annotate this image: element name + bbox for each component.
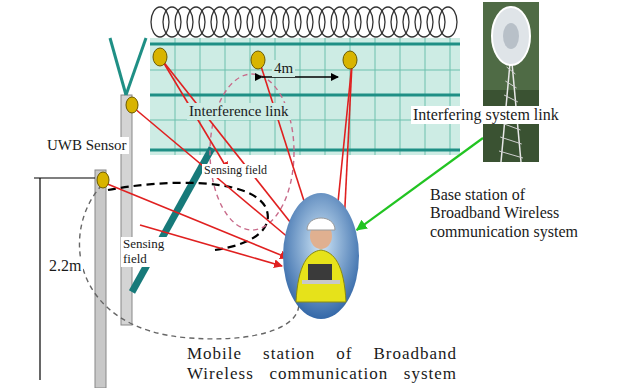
fence-panel xyxy=(150,38,460,155)
antenna-lattice xyxy=(507,67,516,74)
interference-arrows xyxy=(105,60,352,266)
left-post xyxy=(95,170,106,388)
station-caption: Mobile station of Broadband Wireless com… xyxy=(187,344,457,383)
antenna-photo-bg xyxy=(483,2,539,162)
sensor-label: UWB Sensor xyxy=(45,137,129,154)
antenna-lattice xyxy=(505,81,516,88)
sensing-field-outline xyxy=(79,185,298,339)
handheld-device xyxy=(308,264,332,280)
dimension-label: 2.2m xyxy=(47,257,83,275)
fence-rails xyxy=(150,44,460,150)
field-label: Sensing field xyxy=(202,164,269,178)
antenna-lattice xyxy=(504,95,518,102)
post-top-arms xyxy=(110,38,146,95)
base-station-antenna: Base station of Broadband Wireless commu… xyxy=(483,2,539,162)
mobile-station: Mobile station of Broadband Wireless com… xyxy=(282,192,360,320)
station-picture xyxy=(282,192,360,320)
antenna-lattice xyxy=(499,151,523,158)
station-oval xyxy=(283,193,359,319)
worker-jacket xyxy=(296,250,346,302)
worker-helmet xyxy=(307,218,335,230)
antenna-dish xyxy=(492,7,530,65)
antenna-dish-center xyxy=(503,23,519,49)
antenna-picture xyxy=(483,2,539,162)
diagonal-brace xyxy=(132,148,212,292)
dimension-label: 4m xyxy=(272,60,295,77)
antenna-photo-ground xyxy=(483,90,539,162)
dimension-line xyxy=(34,178,95,380)
link-label: Interference link xyxy=(187,103,291,120)
link-label: Interfering system link xyxy=(411,106,561,124)
uwb-sensor xyxy=(97,48,357,188)
antenna-lattice xyxy=(500,137,521,144)
field-label: Sensing field xyxy=(121,237,175,267)
fence-mesh xyxy=(150,38,460,155)
razor-wire xyxy=(151,7,457,37)
station-caption: Base station of Broadband Wireless commu… xyxy=(430,186,585,241)
reflective-band xyxy=(302,280,340,284)
